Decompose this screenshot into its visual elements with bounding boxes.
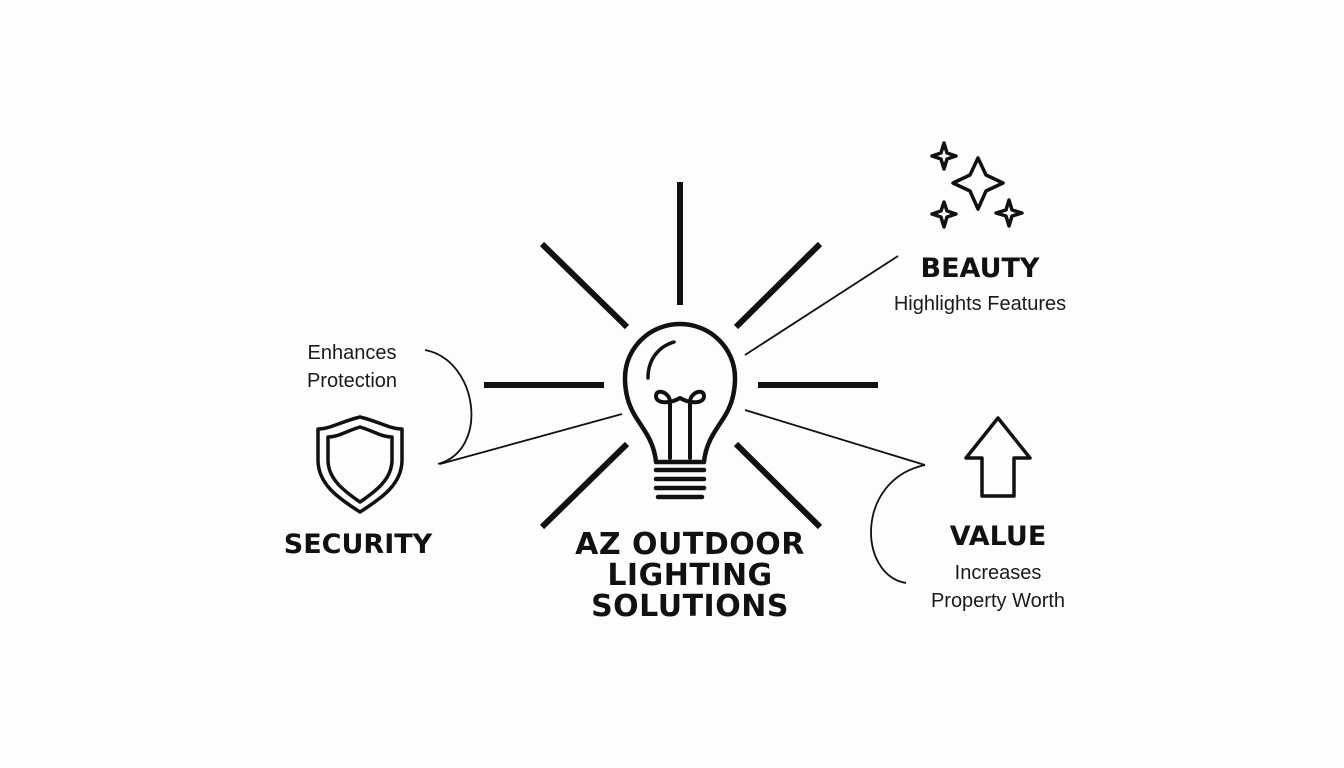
beauty-description-line-1: Highlights Features bbox=[893, 293, 1067, 315]
value-title: VALUE bbox=[949, 521, 1047, 552]
connectors bbox=[424, 255, 926, 584]
sparkles-icon bbox=[930, 141, 1024, 229]
center-title-line-3: SOLUTIONS bbox=[591, 588, 789, 624]
value-description-line-2: Property Worth bbox=[930, 589, 1066, 612]
beauty-title: BEAUTY bbox=[920, 253, 1040, 284]
security-description: Enhances Protection bbox=[272, 340, 432, 395]
center-title-line-1: AZ OUTDOOR bbox=[575, 527, 805, 562]
value-description: Increases Property Worth bbox=[898, 560, 1098, 615]
ray-bottom-left bbox=[539, 441, 630, 530]
value-bracket bbox=[870, 464, 926, 584]
shield-icon bbox=[316, 415, 404, 514]
security-bracket bbox=[424, 349, 473, 465]
ray-top-left bbox=[539, 241, 630, 330]
ray-bottom-right bbox=[733, 441, 823, 530]
security-connector bbox=[439, 413, 623, 465]
value-description-line-1: Increases bbox=[954, 562, 1042, 584]
center-title: AZ OUTDOOR LIGHTING SOLUTIONS bbox=[540, 527, 840, 624]
ray-top-right bbox=[733, 241, 823, 330]
beauty-description: Highlights Features bbox=[860, 292, 1100, 316]
value-connector bbox=[744, 409, 926, 466]
beauty-connector bbox=[744, 255, 899, 356]
light-rays bbox=[484, 182, 878, 530]
arrow-up-icon bbox=[964, 416, 1032, 498]
security-description-line-2: Protection bbox=[306, 369, 398, 392]
lightbulb-icon bbox=[622, 321, 738, 500]
security-description-line-1: Enhances bbox=[307, 342, 397, 364]
center-title-line-2: LIGHTING bbox=[607, 557, 773, 593]
security-title: SECURITY bbox=[283, 529, 433, 560]
